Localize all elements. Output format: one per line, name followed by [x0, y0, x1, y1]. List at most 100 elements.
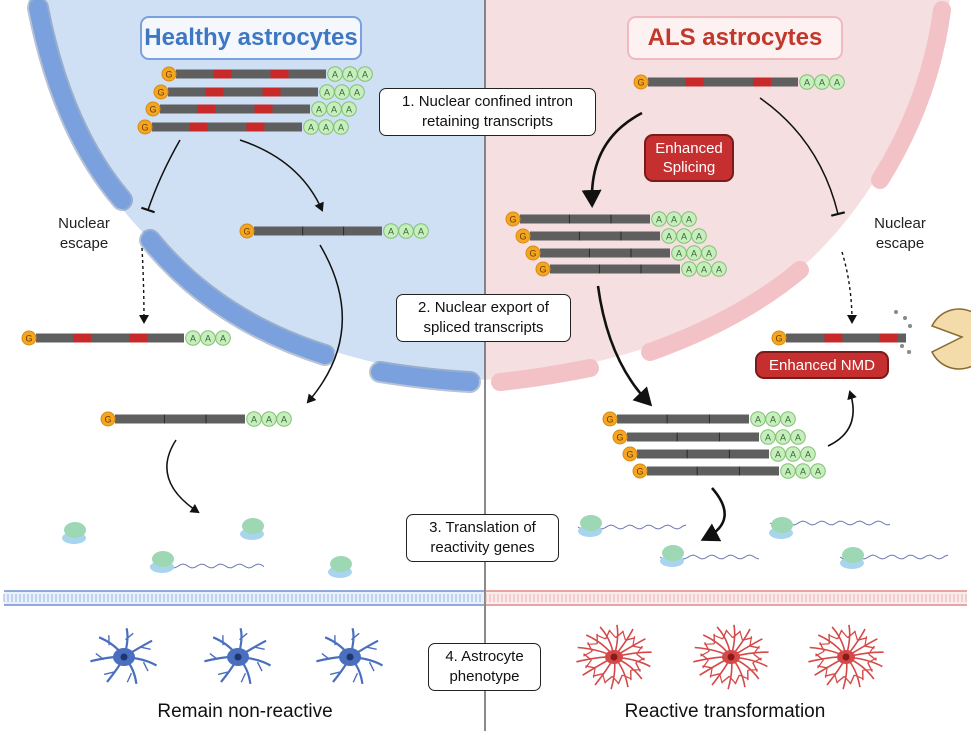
polya-icon	[349, 84, 365, 100]
ribosome-icon	[578, 515, 602, 537]
nmd-complex-icon	[930, 308, 971, 370]
als-translation-arrow	[700, 487, 726, 542]
cap-label: G	[519, 232, 526, 242]
reactive-astrocyte-icon	[693, 624, 769, 690]
polya-label: A	[281, 415, 287, 425]
polya-label: A	[346, 105, 352, 115]
polya-label: A	[716, 265, 722, 275]
polya-icon	[800, 446, 816, 462]
degradation-fragment	[894, 310, 898, 314]
cap-label: G	[141, 123, 148, 133]
als-title: ALS astrocytes	[627, 16, 843, 60]
polya-label: A	[205, 334, 211, 344]
polya-icon	[681, 211, 697, 227]
als-membrane-lower	[641, 261, 809, 361]
polya-label: A	[804, 78, 810, 88]
polya-label: A	[190, 334, 196, 344]
healthy-translation-arrow	[166, 439, 200, 514]
polya-label: A	[785, 415, 791, 425]
healthy-splicing-arrow	[239, 139, 324, 212]
cap-icon	[505, 211, 521, 227]
als-escape-block-arrow	[759, 97, 846, 217]
cap-label: G	[25, 334, 32, 344]
healthy-astrocyte-icon	[90, 627, 158, 685]
polya-icon	[829, 74, 845, 90]
step-1-box: 1. Nuclear confined intron retaining tra…	[379, 88, 596, 136]
polya-icon	[276, 411, 292, 427]
cap-label: G	[606, 415, 613, 425]
polya-label: A	[795, 433, 801, 443]
healthy-astrocyte-icon	[316, 627, 384, 685]
cap-icon	[145, 101, 161, 117]
cap-label: G	[157, 88, 164, 98]
polya-label: A	[686, 265, 692, 275]
nuclear-escape-left-label: Nuclear escape	[58, 215, 110, 252]
polya-icon	[341, 101, 357, 117]
cap-icon	[515, 228, 531, 244]
intron-segment	[753, 77, 771, 87]
cap-label: G	[775, 334, 782, 344]
polya-label: A	[681, 232, 687, 242]
intron-segment	[246, 122, 265, 132]
polya-label: A	[220, 334, 226, 344]
healthy-membrane-lower	[141, 231, 334, 364]
polya-label: A	[316, 105, 322, 115]
polya-icon	[810, 463, 826, 479]
polya-label: A	[266, 415, 272, 425]
polya-label: A	[706, 249, 712, 259]
polya-label: A	[347, 70, 353, 80]
reactive-astrocyte-icon	[576, 624, 652, 690]
polya-label: A	[338, 123, 344, 133]
cap-label: G	[529, 249, 536, 259]
ribosome-icon	[62, 522, 86, 544]
outcome-left-label: Remain non-reactive	[157, 701, 333, 722]
outcome-right-label: Reactive transformation	[624, 701, 826, 722]
ribosome-icon	[240, 518, 264, 540]
enhanced-nmd-tag: Enhanced NMD	[755, 351, 889, 379]
polya-label: A	[323, 123, 329, 133]
polya-icon	[413, 223, 429, 239]
cap-icon	[612, 429, 628, 445]
cap-icon	[21, 330, 37, 346]
healthy-export-arrow	[306, 244, 344, 404]
polya-icon	[215, 330, 231, 346]
intron-segment	[213, 69, 232, 79]
polya-icon	[701, 245, 717, 261]
polya-label: A	[790, 450, 796, 460]
cap-label: G	[616, 433, 623, 443]
polya-label: A	[775, 450, 781, 460]
cap-label: G	[104, 415, 111, 425]
polya-icon	[790, 429, 806, 445]
step-3-box: 3. Translation of reactivity genes	[406, 514, 559, 562]
intron-segment	[262, 87, 281, 97]
cap-label: G	[636, 467, 643, 477]
polya-label: A	[770, 415, 776, 425]
cap-icon	[633, 74, 649, 90]
intron-segment	[824, 333, 843, 343]
polya-label: A	[785, 467, 791, 477]
als-nmd-arrow	[827, 390, 857, 447]
als-membrane-bottom	[491, 359, 599, 391]
als-nucleus-fill	[485, 0, 950, 380]
polya-label: A	[780, 433, 786, 443]
healthy-astrocyte-icon	[204, 627, 272, 685]
healthy-escape-block-arrow	[141, 139, 181, 214]
cap-label: G	[626, 450, 633, 460]
polya-icon	[333, 119, 349, 135]
polya-label: A	[308, 123, 314, 133]
polya-label: A	[388, 227, 394, 237]
polya-label: A	[676, 249, 682, 259]
cap-icon	[239, 223, 255, 239]
healthy-title: Healthy astrocytes	[140, 16, 362, 60]
intron-segment	[205, 87, 224, 97]
